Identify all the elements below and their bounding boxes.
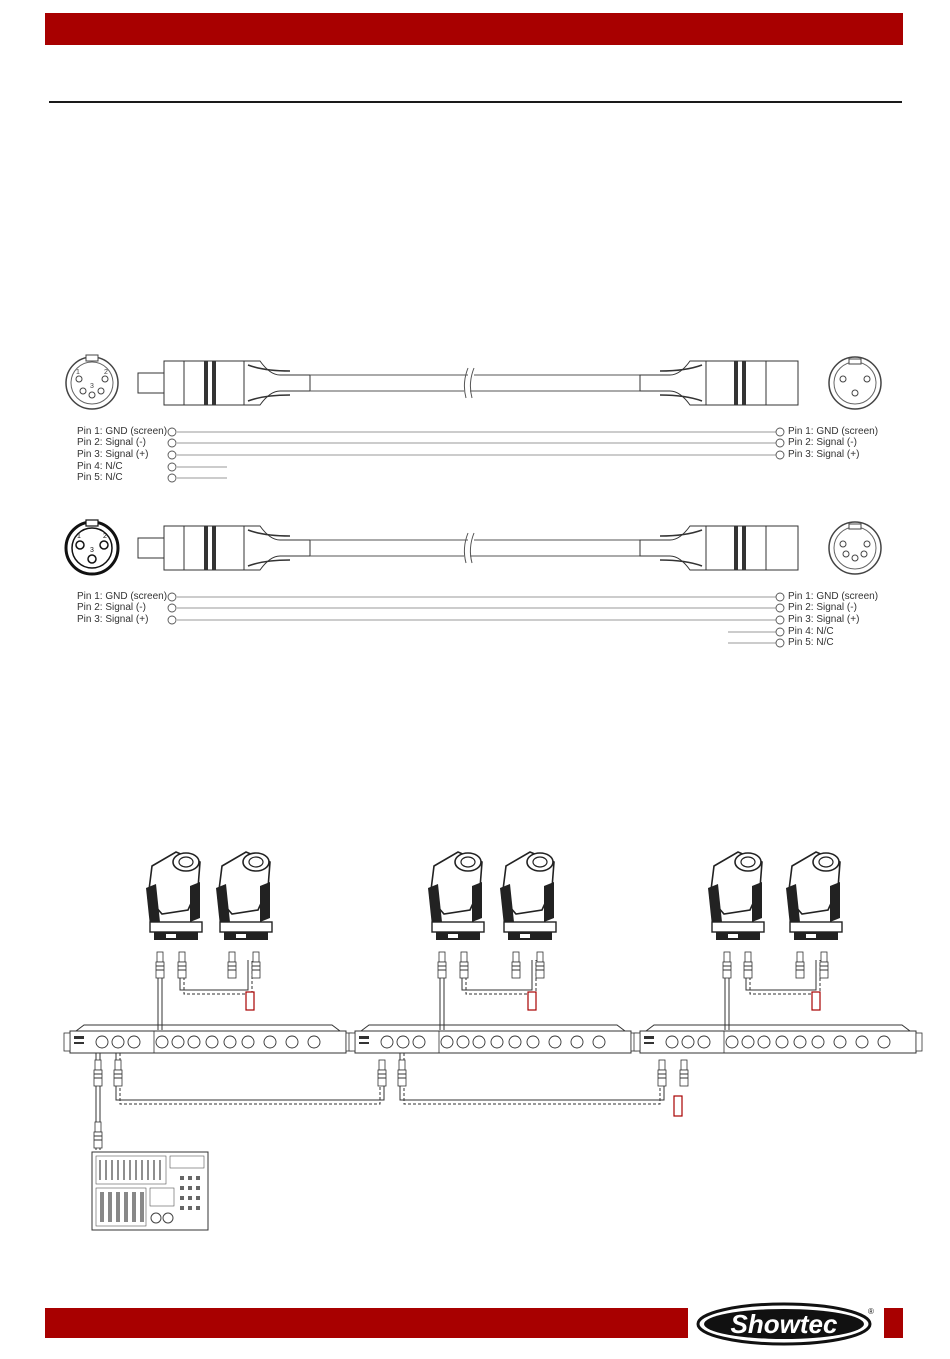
dmx-splitter [64,1025,352,1053]
pin-label: Pin 5: N/C [788,637,834,649]
pin-label: Pin 3: Signal (+) [77,449,148,461]
brand-mark: ® [868,1307,874,1316]
svg-text:2: 2 [104,369,108,376]
dmx-controller [92,1152,208,1230]
moving-head-fixture [146,852,202,940]
pin-label: Pin 3: Signal (+) [788,449,859,461]
moving-head-fixture [708,852,764,940]
svg-text:1: 1 [77,533,81,540]
xlr3-male-face [829,357,881,409]
pin-label: Pin 3: Signal (+) [788,614,859,626]
pin-label: Pin 2: Signal (-) [788,602,857,614]
cable-1-drawing: 1 2 3 [66,355,881,482]
xlr5-male-face [829,522,881,574]
brand-logo: Showtec ® [688,1300,884,1348]
moving-head-fixture [216,852,272,940]
dmx-splitter [634,1025,922,1053]
svg-text:1: 1 [76,369,80,376]
pin-label: Pin 5: N/C [77,472,123,484]
moving-head-fixture [786,852,842,940]
moving-head-fixture [500,852,556,940]
moving-head-fixture [428,852,484,940]
pin-label: Pin 2: Signal (-) [77,602,146,614]
brand-name: Showtec [731,1309,838,1339]
pin-label: Pin 3: Signal (+) [77,614,148,626]
svg-text:3: 3 [90,383,94,390]
dmx-terminator [246,992,820,1116]
cable-2-drawing: 1 2 3 [66,520,881,647]
pin-label: Pin 2: Signal (-) [788,437,857,449]
dmx-splitter [349,1025,637,1053]
dmx-setup-drawing [64,852,922,1230]
xlr3-female-face: 1 2 3 [66,520,118,574]
xlr5-female-face: 1 2 3 [66,355,118,409]
pin-label: Pin 2: Signal (-) [77,437,146,449]
svg-text:2: 2 [103,533,107,540]
svg-text:3: 3 [90,547,94,554]
